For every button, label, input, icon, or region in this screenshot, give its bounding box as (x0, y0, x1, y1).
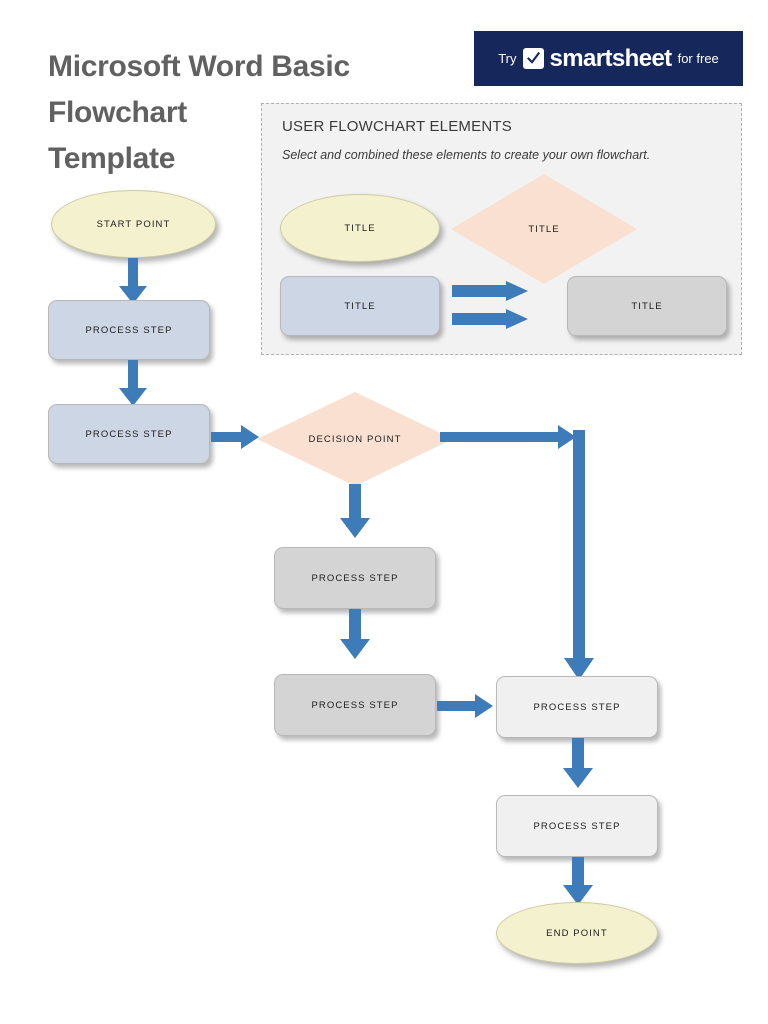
node-end-point[interactable]: END POINT (496, 902, 658, 964)
legend-shape-ellipse[interactable]: TITLE (280, 194, 440, 262)
node-process-step-3-label: PROCESS STEP (311, 572, 399, 584)
banner-free-label: for free (677, 51, 719, 66)
page-title-line1: Microsoft Word Basic Flowchart (48, 50, 358, 129)
node-process-step-2-label: PROCESS STEP (85, 428, 173, 440)
node-process-step-5[interactable]: PROCESS STEP (496, 676, 658, 738)
legend-shape-blue-box[interactable]: TITLE (280, 276, 440, 336)
legend-heading: USER FLOWCHART ELEMENTS (282, 118, 512, 135)
smartsheet-banner[interactable]: Try smartsheet for free (474, 31, 743, 86)
node-decision-point-label: DECISION POINT (308, 433, 402, 445)
banner-try-label: Try (498, 51, 517, 66)
banner-brand: smartsheet (549, 44, 673, 72)
arrow-decision-to-process3 (340, 484, 370, 538)
node-process-step-6[interactable]: PROCESS STEP (496, 795, 658, 857)
checkmark-icon (522, 48, 544, 69)
legend-shape-diamond[interactable]: TITLE (451, 174, 637, 284)
node-process-step-1-label: PROCESS STEP (85, 324, 173, 336)
arrow-decision-to-right (440, 425, 576, 449)
node-process-step-6-label: PROCESS STEP (533, 820, 621, 832)
legend-shape-diamond-label: TITLE (528, 223, 560, 235)
legend-shape-ellipse-label: TITLE (344, 222, 376, 234)
legend-shape-gray-box-label: TITLE (631, 300, 663, 312)
legend-connector-arrow-top (452, 281, 528, 301)
node-decision-point[interactable]: DECISION POINT (257, 392, 453, 486)
arrow-right-branch-down (564, 430, 594, 680)
node-process-step-4[interactable]: PROCESS STEP (274, 674, 436, 736)
node-process-step-2[interactable]: PROCESS STEP (48, 404, 210, 464)
legend-shape-gray-box[interactable]: TITLE (567, 276, 727, 336)
legend-shape-blue-box-label: TITLE (344, 300, 376, 312)
arrow-process4-to-process5 (437, 694, 493, 718)
arrow-process3-to-process4 (340, 609, 370, 659)
legend-panel: USER FLOWCHART ELEMENTS Select and combi… (261, 103, 742, 355)
node-start-point-label: START POINT (96, 218, 171, 230)
arrow-process1-to-process2 (119, 360, 147, 406)
arrow-process6-to-end (563, 857, 593, 905)
node-start-point[interactable]: START POINT (51, 190, 216, 258)
legend-subheading: Select and combined these elements to cr… (282, 148, 651, 162)
node-process-step-1[interactable]: PROCESS STEP (48, 300, 210, 360)
arrow-process5-to-process6 (563, 738, 593, 788)
node-process-step-3[interactable]: PROCESS STEP (274, 547, 436, 609)
page-title-line2: Template (48, 142, 176, 175)
node-process-step-4-label: PROCESS STEP (311, 699, 399, 711)
arrow-process2-to-decision (211, 425, 259, 449)
legend-connector-arrow-bottom (452, 309, 528, 329)
node-process-step-5-label: PROCESS STEP (533, 701, 621, 713)
arrow-start-to-process1 (119, 258, 147, 304)
node-end-point-label: END POINT (546, 927, 608, 939)
